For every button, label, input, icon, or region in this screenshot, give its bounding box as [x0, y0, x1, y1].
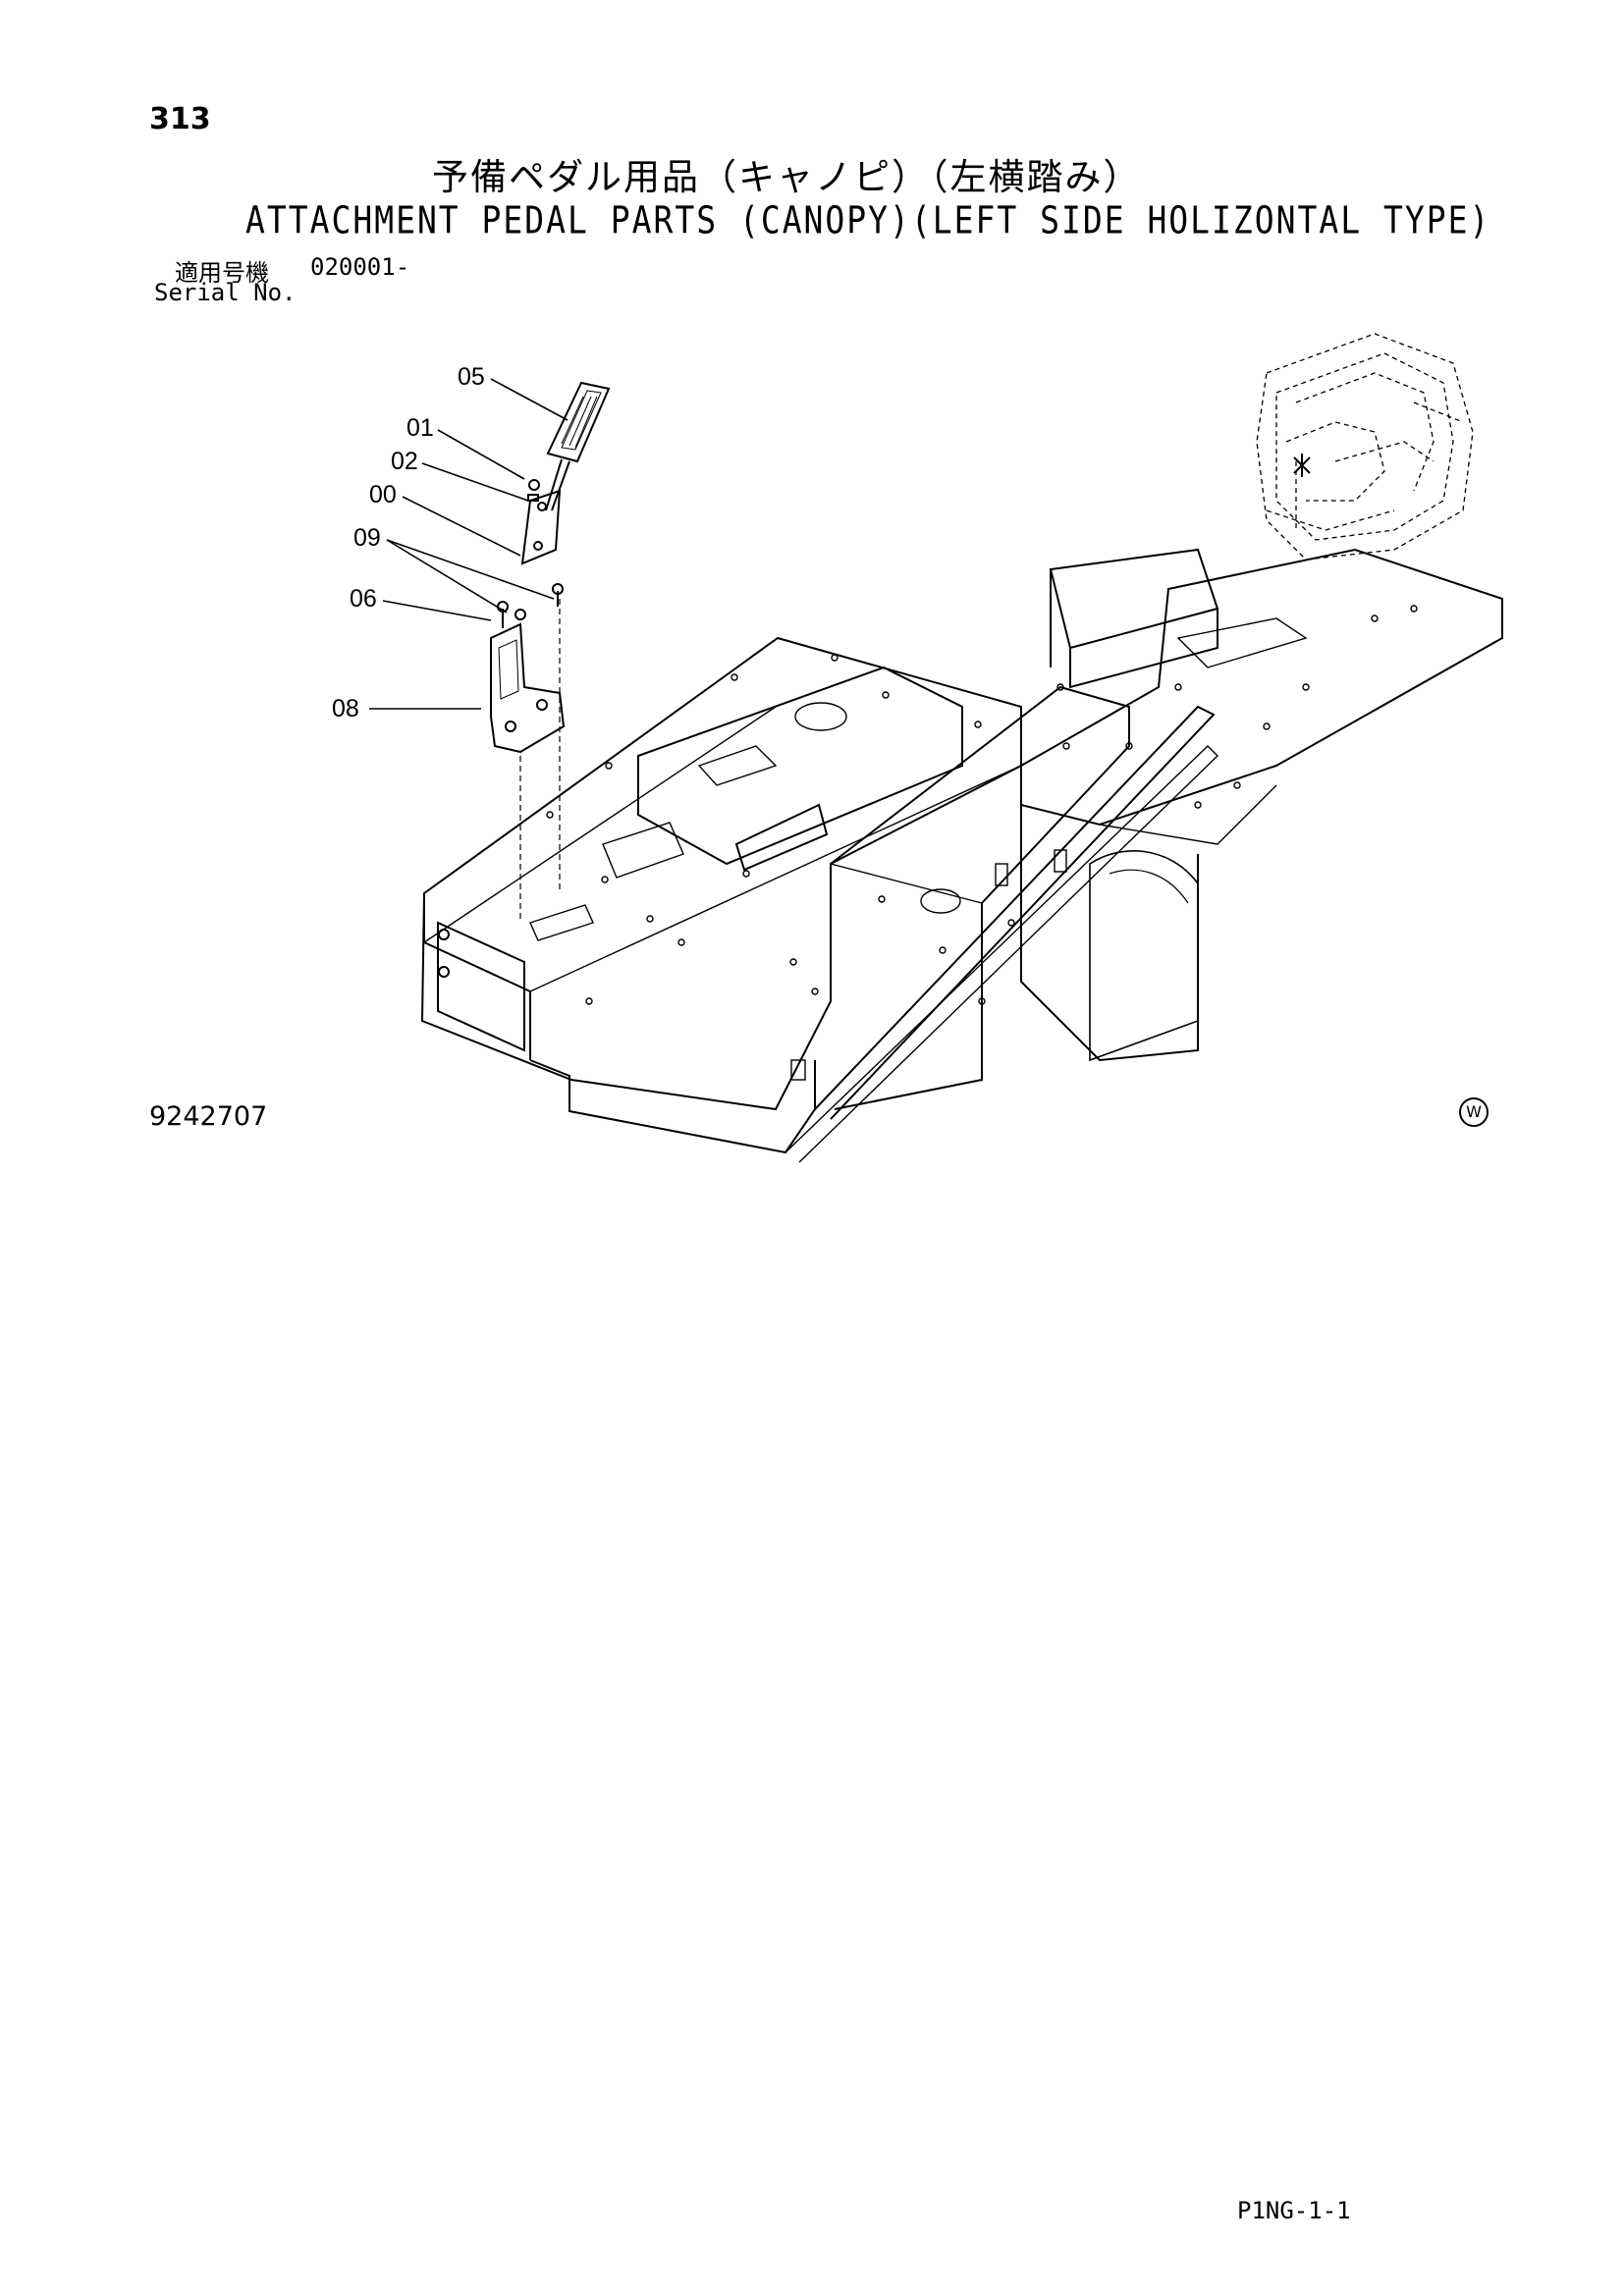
callout-09: 09: [353, 524, 381, 552]
page-number: 313: [149, 102, 211, 136]
callout-06: 06: [350, 585, 377, 613]
callout-01: 01: [406, 414, 434, 442]
leader-lines: [369, 378, 568, 710]
callout-08: 08: [332, 695, 359, 722]
serial-label-japanese: 適用号機: [175, 259, 269, 287]
drawing-number: 9242707: [149, 1101, 268, 1132]
serial-number-value: 020001-: [310, 253, 410, 281]
pedal-assembly: [490, 381, 611, 923]
machine-locator-thumbnail: [1256, 333, 1474, 561]
callout-05: 05: [458, 363, 485, 391]
title-japanese: 予備ペダル用品（キャノピ）（左横踏み）: [432, 156, 1142, 198]
callout-02: 02: [391, 448, 418, 475]
page-code: P1NG-1-1: [1237, 2197, 1351, 2224]
title-english: ATTACHMENT PEDAL PARTS (CANOPY)(LEFT SID…: [245, 198, 1491, 242]
locator-marker-icon: [1293, 454, 1311, 477]
base-frame: [420, 548, 1503, 1163]
w-mark-icon: W: [1459, 1097, 1489, 1127]
callout-00: 00: [369, 481, 397, 508]
serial-label-english: Serial No.: [154, 279, 297, 306]
